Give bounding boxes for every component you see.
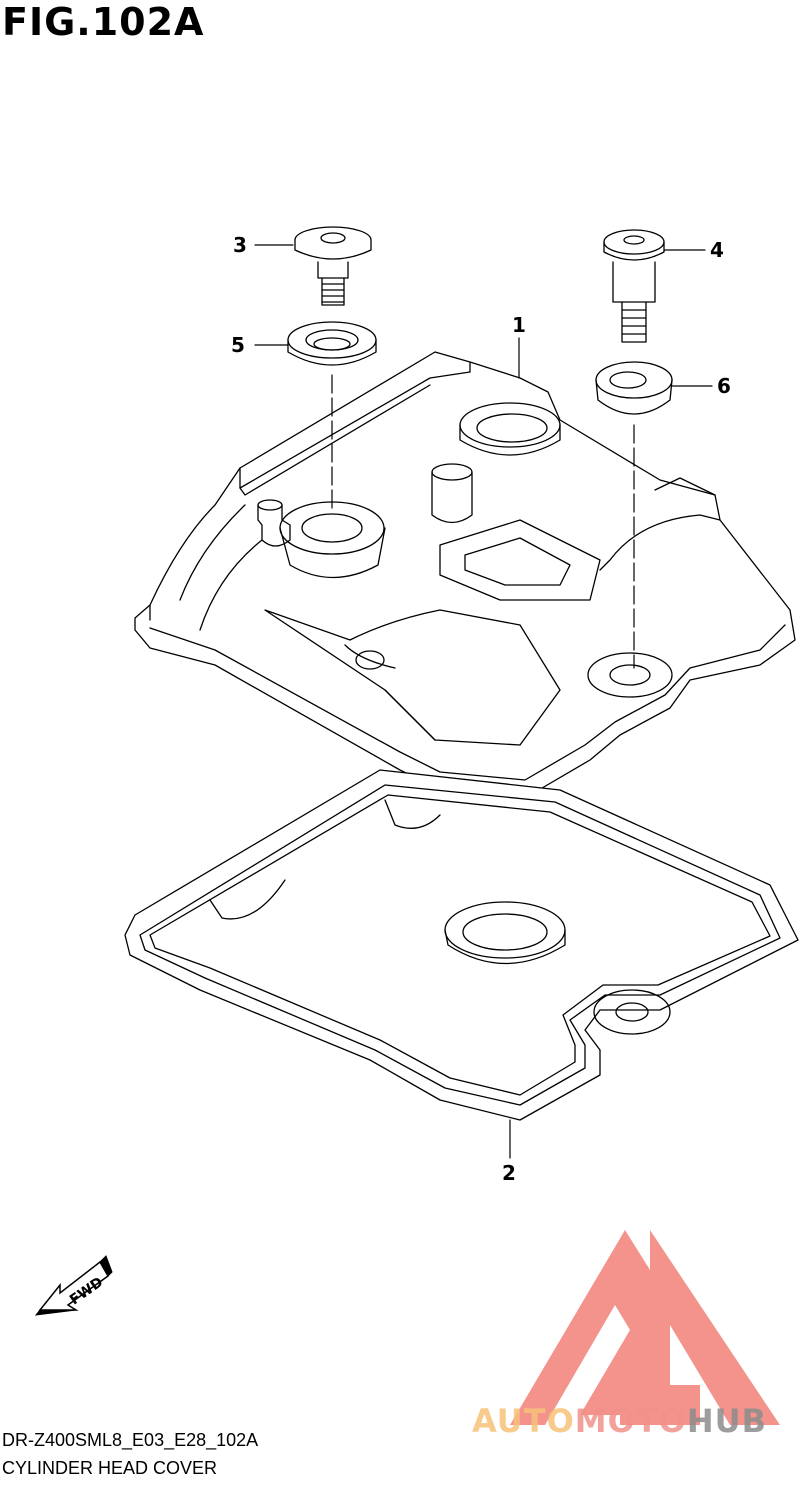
automotohub-logo [510,1230,780,1425]
part-4-bolt[interactable] [603,229,665,343]
part-1-cylinder-head-cover[interactable] [134,351,796,799]
watermark-hub: HUB [686,1402,768,1440]
fwd-arrow-icon: FWD [34,1255,113,1316]
part-5-grommet[interactable] [287,321,377,366]
callout-4: 4 [710,238,724,262]
part-2-gasket[interactable] [124,769,799,1121]
leader-lines [254,244,713,1159]
callout-1: 1 [512,313,526,337]
part-6-grommet[interactable] [595,361,673,415]
watermark-text: AUTOMOTOHUB [472,1402,767,1440]
model-code: DR-Z400SML8_E03_E28_102A [2,1430,259,1450]
watermark-auto: AUTO [472,1402,575,1440]
figure-caption: CYLINDER HEAD COVER [2,1458,218,1478]
part-3-bolt[interactable] [294,226,372,306]
callout-6: 6 [717,374,731,398]
callout-2: 2 [502,1161,516,1185]
callout-5: 5 [231,333,245,357]
callout-3: 3 [233,233,247,257]
figure-title: FIG.102A [2,0,205,44]
watermark-moto: MOTO [574,1402,687,1440]
